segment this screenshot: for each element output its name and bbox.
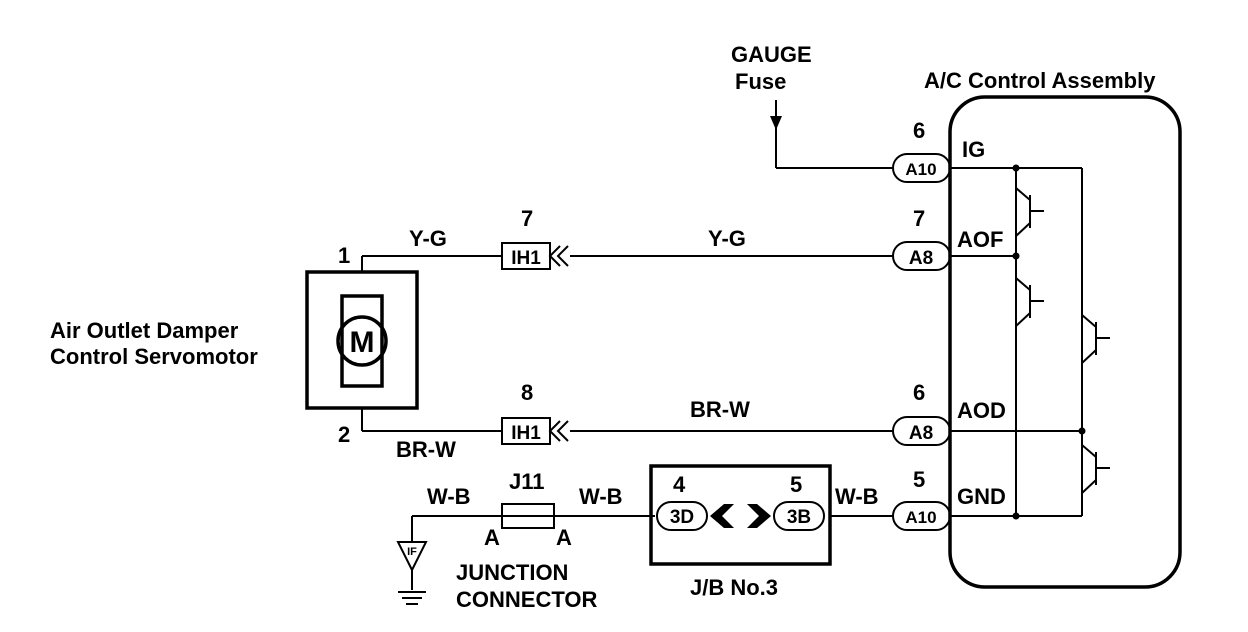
pin-number: 8	[521, 380, 533, 405]
connector-label: IH1	[511, 423, 541, 444]
ground-code: IF	[407, 546, 417, 558]
terminal-ig: IG	[962, 137, 985, 162]
connector-label: A8	[909, 248, 933, 269]
servomotor-pin1: 1	[338, 243, 350, 268]
jb-link-arrow-left-icon	[710, 504, 734, 528]
jb-name: J/B No.3	[690, 575, 778, 600]
wire-wb: W-B W-B W-B	[411, 484, 893, 542]
fuse-label-line1: GAUGE	[731, 42, 812, 67]
fuse-arrow-icon	[770, 116, 782, 130]
connector-ih1-top: 7 IH1	[501, 206, 569, 270]
connector-label: A8	[909, 423, 933, 444]
servomotor-label-line1: Air Outlet Damper	[50, 318, 239, 343]
wire-label-yg-servo: Y-G	[409, 226, 447, 251]
transistor-q1-icon	[1015, 187, 1044, 237]
connector-a10-bottom: 5 A10	[892, 467, 951, 531]
terminal-gnd: GND	[957, 484, 1006, 509]
ac-control-title: A/C Control Assembly	[924, 68, 1156, 93]
internal-transistor-bridge	[950, 164, 1110, 520]
pin-number: 7	[521, 206, 533, 231]
pin-number: 6	[913, 380, 925, 405]
pin-number: 6	[913, 118, 925, 143]
servomotor-pin2: 2	[338, 422, 350, 447]
junction-pin-left: A	[484, 525, 500, 550]
transistor-q2-icon	[1015, 277, 1044, 327]
connector-a10-top: 6 A10	[892, 118, 951, 183]
gauge-fuse: GAUGE Fuse	[731, 42, 893, 169]
wire-label-wb-left: W-B	[427, 484, 471, 509]
junction-id: J11	[509, 469, 545, 494]
connector-label: IH1	[511, 248, 541, 269]
junction-block: 4 5 3D 3B J/B No.3	[649, 464, 832, 600]
servomotor-label-line2: Control Servomotor	[50, 344, 258, 369]
connector-label: A10	[905, 508, 936, 527]
jb-connector-3b: 3B	[787, 507, 811, 528]
motor-symbol: M	[350, 326, 375, 359]
servomotor: Air Outlet Damper Control Servomotor 1 2…	[50, 243, 419, 447]
ac-control-assembly: A/C Control Assembly IG AOF AOD GND	[924, 68, 1182, 589]
pin-number: 7	[913, 206, 925, 231]
connector-a8-bottom: 6 A8	[892, 380, 951, 446]
connector-label: A10	[905, 160, 936, 179]
junction-label-line1: JUNCTION	[456, 560, 568, 585]
motor-icon	[336, 315, 388, 367]
wire-brw: BR-W BR-W	[361, 397, 893, 462]
terminal-aod: AOD	[957, 398, 1006, 423]
fuse-label-line2: Fuse	[735, 69, 786, 94]
wire-label-brw-servo: BR-W	[396, 437, 456, 462]
jb-link-arrow-right-icon	[747, 504, 771, 528]
transistor-q4-icon	[1081, 444, 1110, 494]
connector-a8-top: 7 A8	[892, 206, 951, 271]
wire-label-wb-right: W-B	[835, 484, 879, 509]
jb-pin-5: 5	[790, 472, 802, 497]
jb-pin-4: 4	[673, 472, 686, 497]
junction-pin-right: A	[556, 525, 572, 550]
ground-triangle-icon	[396, 541, 428, 573]
jb-connector-3d: 3D	[670, 507, 694, 528]
wire-yg: Y-G Y-G	[361, 226, 893, 272]
connector-ih1-bottom: 8 IH1	[501, 380, 569, 445]
terminal-aof: AOF	[957, 227, 1003, 252]
ground-symbol: IF	[396, 541, 428, 605]
transistor-q3-icon	[1081, 314, 1110, 364]
wire-label-brw-main: BR-W	[690, 397, 750, 422]
wire-label-yg-main: Y-G	[708, 226, 746, 251]
connector-arrow-icon	[548, 245, 569, 267]
junction-label-line2: CONNECTOR	[456, 587, 597, 612]
wire-label-wb-mid: W-B	[579, 484, 623, 509]
connector-arrow-icon	[548, 420, 569, 442]
junction-connector: J11 A A JUNCTION CONNECTOR	[456, 469, 597, 612]
pin-number: 5	[913, 467, 925, 492]
